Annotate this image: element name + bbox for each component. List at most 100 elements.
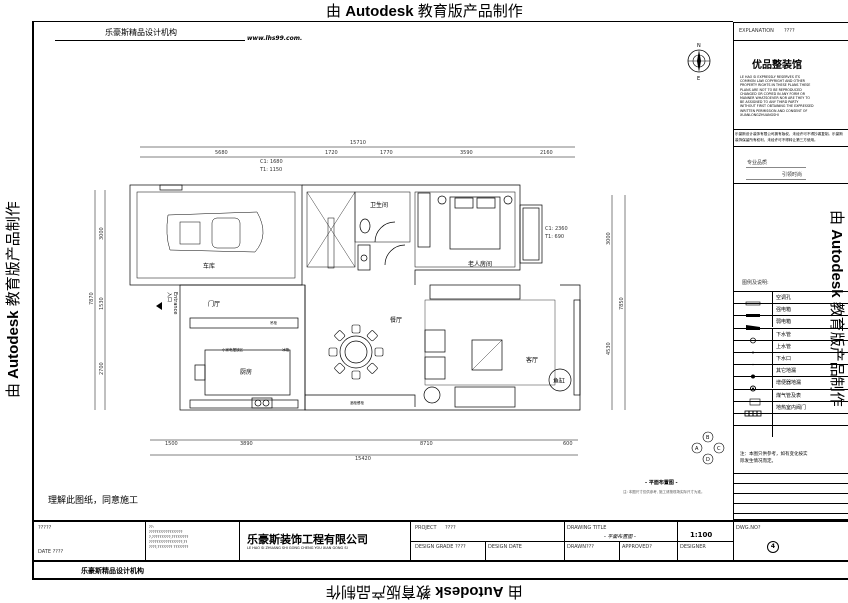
sofa (454, 386, 516, 408)
right-panel: EXPLANATION ???? N E 优品整装馆 LE HAO SI EXP… (687, 22, 848, 520)
legend-label: 地热室内阀门 (776, 404, 807, 411)
legend-row: 强电箱 (734, 303, 848, 318)
legend-row: 增便器地漏 (734, 376, 848, 392)
project-cell: PROJECT ???? DESIGN GRADE ???? DESIGN DA… (410, 520, 565, 562)
bed (449, 196, 501, 250)
legend-bottom-rule (734, 473, 848, 474)
fridge-label: 冰箱 (282, 347, 290, 352)
entrance-en: Entrance (172, 292, 178, 314)
legend-row: 上水管 (734, 339, 848, 354)
garage-walls (129, 184, 303, 286)
frame-top-rule (34, 21, 733, 22)
dwg-no: 4 (767, 541, 779, 553)
header-studio: 乐豪斯精品设计机构 (105, 28, 177, 37)
title-block: ????? DATE ???? ??:???????????????????,?… (33, 520, 848, 580)
legend-divider (772, 304, 773, 316)
title-cell-1: ????? DATE ???? (33, 520, 146, 562)
legend-row: 地热室内阀门 (734, 400, 848, 417)
project-label: PROJECT (415, 525, 437, 531)
appliance-label: 小家电摆放区 (222, 347, 243, 352)
legend-label: 空调孔 (776, 295, 792, 301)
watermark-top: 由 Autodesk 教育版产品制作 (326, 0, 523, 21)
legend-row: 弱电箱 (734, 315, 848, 331)
footer-strip: 乐豪斯精品设计机构 (33, 561, 848, 580)
dim-left: 1530 (99, 297, 105, 310)
dim-top-total: 15710 (350, 140, 366, 146)
dining-chair (366, 330, 378, 342)
dim-left: 2700 (99, 362, 105, 375)
header-website[interactable]: www.lhs99.com. (247, 35, 303, 42)
approved: APPROVED? (622, 544, 652, 550)
legend-row: 下水口 (734, 351, 848, 366)
drawing-title-label: DRAWING TITLE (567, 525, 607, 531)
legend-divider (772, 413, 773, 425)
bedroom-walls (414, 191, 516, 268)
sink (194, 364, 206, 381)
dim-right: 4530 (606, 342, 612, 355)
company-pinyin: LE HAO SI ZHUANG SHI GONG CHENG YOU XIAN… (247, 546, 348, 550)
compass: N E (684, 41, 714, 82)
legend-divider (772, 340, 773, 352)
panel-rule (734, 483, 848, 484)
dim-bottom: 3890 (240, 441, 253, 447)
drawing-title: - 平面布置图 - (604, 534, 636, 540)
legend-label: 弱电箱 (776, 319, 792, 326)
room-bathroom: 卫生间 (370, 201, 388, 209)
legend-label: 上水管 (776, 343, 792, 350)
dining-chair (334, 330, 346, 342)
bay-window-t: T1: 690 (544, 234, 564, 240)
legend-row: 其它地漏 (734, 364, 848, 379)
legend-label: 下水口 (776, 355, 792, 362)
legend-label: 下水管 (776, 331, 792, 338)
bay-window-c: C1: 2360 (545, 226, 568, 232)
dim-left: 3000 (99, 227, 105, 240)
watermark-prefix: 由 (326, 3, 342, 20)
view-marker-a: A (695, 446, 699, 452)
dim-bottom-total: 15420 (355, 456, 371, 462)
approval-text: 理解此图纸，同意施工 (48, 494, 138, 506)
title-c2-text: ??:???????????????????,??????????,??????… (149, 525, 188, 550)
panel-rule (734, 493, 848, 494)
specialty-label: 专业品质 (747, 160, 768, 166)
dim-right: 3000 (606, 232, 612, 245)
garage-window (159, 184, 183, 191)
watermark-prefix: 由 (507, 583, 523, 600)
dwg-no-cell: DWG.NO? 4 (733, 520, 848, 562)
fish-tank (548, 368, 572, 392)
view-marker-d: D (706, 457, 710, 463)
project-value: ???? (445, 525, 456, 531)
legend-label: 增便器地漏 (776, 380, 802, 387)
view-markers: A B C D (691, 431, 725, 465)
drawing-cell: DRAWING TITLE - 平面布置图 - 1:100 DRAWN??? A… (564, 520, 734, 562)
tv-cabinet (429, 284, 521, 300)
dim-left-total: 7870 (89, 292, 95, 305)
header-underline (55, 40, 245, 41)
explanation-label: EXPLANATION (739, 28, 774, 34)
title-date: DATE ???? (38, 549, 64, 555)
project-divider-v (485, 541, 486, 562)
compass-e: E (697, 76, 700, 81)
legend-divider (772, 401, 773, 413)
legend-title: 图例及说明: (742, 280, 769, 286)
copyright-text: LE HAO SI EXPRESSLY RESERVES ITS COMMON … (740, 75, 814, 117)
bathroom-walls (354, 191, 411, 243)
view-marker-c: C (717, 446, 721, 452)
title-cell-2: ??:???????????????????,??????????,??????… (145, 520, 240, 562)
legend-divider (772, 365, 773, 377)
dim-bottom: 1500 (165, 441, 178, 447)
entrance-arrow-icon (156, 302, 162, 310)
coffee-table (471, 339, 503, 371)
floor-plan: 15710 5680 1720 1770 3590 2160 1500 3890… (48, 140, 725, 506)
legend-divider (772, 328, 773, 340)
dim-right-total: 7850 (619, 297, 625, 310)
dim-bottom: 600 (563, 441, 573, 447)
drawing-divider-v (677, 522, 678, 562)
dining-chair (351, 370, 361, 380)
dim-top: 2160 (540, 150, 553, 156)
legend-label: 其它地漏 (776, 368, 797, 375)
drawing-divider-v (619, 541, 620, 562)
armchair (424, 356, 446, 380)
watermark-suffix: 教育版产品制作 (326, 583, 432, 600)
c2-line: ?????????????????? (149, 530, 183, 534)
design-date: DESIGN DATE (488, 544, 522, 550)
